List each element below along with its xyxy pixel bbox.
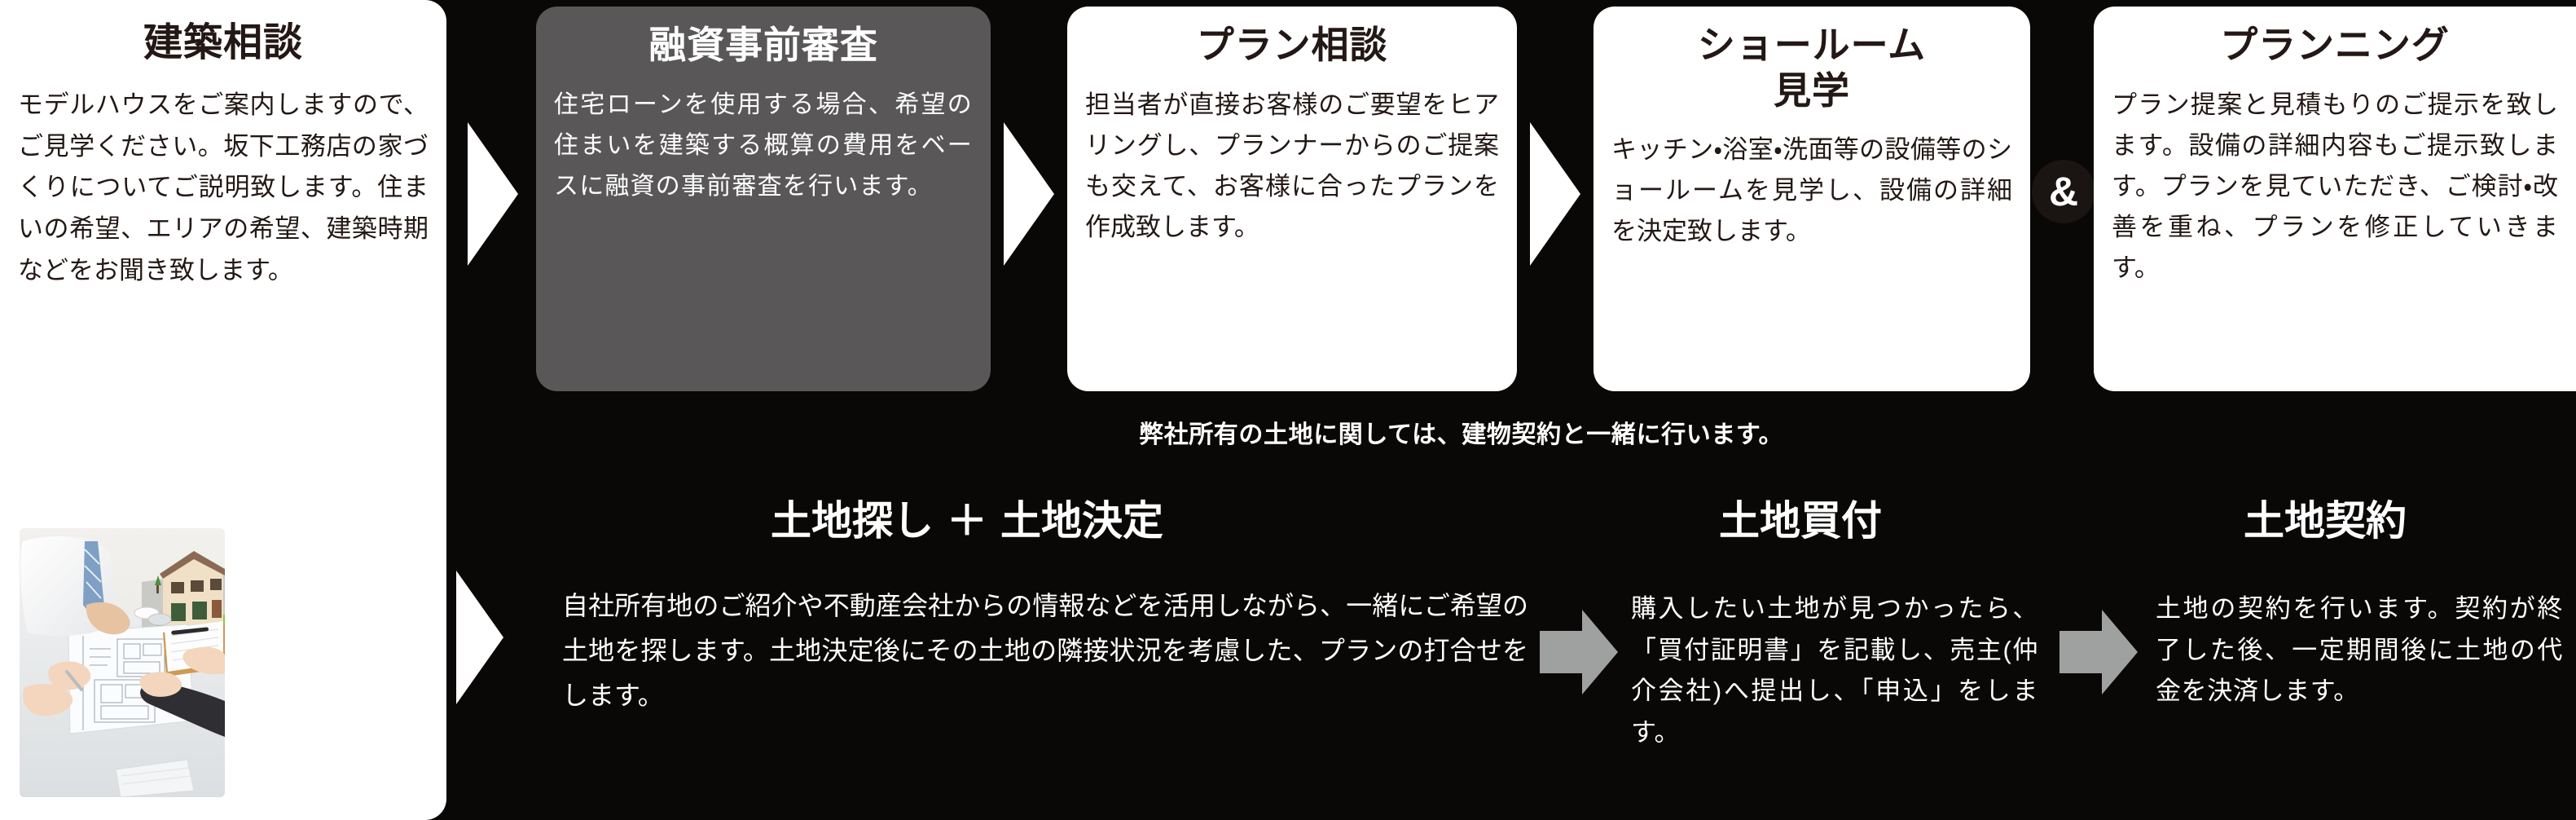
step-card-title-showroom-kengaku: ショールーム: [1611, 24, 2012, 67]
arrow-step3-to-step4-icon: [1530, 122, 1580, 266]
step-card-yushi-jizen-shinsa: 融資事前審査 住宅ローンを使用する場合、希望の住まいを建築する概算の費用をベース…: [536, 7, 991, 391]
step-card-title-yushi-jizen-shinsa: 融資事前審査: [554, 24, 973, 67]
bottom-title-tochi-kaitsuke: 土地買付: [1714, 499, 1887, 544]
bottom-title-tochi-keiyaku: 土地契約: [2239, 499, 2411, 544]
step-card-title-plan-sodan: プラン相談: [1085, 24, 1499, 67]
step-card-planning: プランニング プラン提案と見積もりのご提示を致します。設備の詳細内容もご提示致し…: [2094, 7, 2576, 391]
step-card-title-kenchiku-sodan: 建築相談: [18, 21, 429, 65]
bottom-body-tochi-keiyaku: 土地の契約を行います。契約が終了した後、一定期間後に土地の代金を決済します。: [2156, 594, 2563, 706]
step-card-plan-sodan: プラン相談 担当者が直接お客様のご要望をヒアリングし、プランナーからのご提案も交…: [1067, 7, 1517, 391]
step-card-body-yushi-jizen-shinsa: 住宅ローンを使用する場合、希望の住まいを建築する概算の費用をベースに融資の事前審…: [554, 90, 973, 201]
step-card-showroom-kengaku: ショールーム 見学 キッチン・浴室・洗面等の設備等のショールームを見学し、設備の…: [1594, 7, 2030, 391]
step-card-body-plan-sodan: 担当者が直接お客様のご要望をヒアリングし、プランナーからのご提案も交えて、お客様…: [1085, 90, 1499, 242]
step-card-body-planning: プラン提案と見積もりのご提示を致します。設備の詳細内容もご提示致します。プランを…: [2112, 90, 2558, 283]
bottom-title-tochi-sagashi-kettei: 土地探し＋土地決定: [766, 499, 1168, 544]
arrow-tochi-kaitsuke-to-keiyaku-icon: [2059, 610, 2138, 694]
bottom-body-tochi-sagashi-kettei: 自社所有地のご紹介や不動産会社からの情報などを活用しながら、一緒にご希望の土地を…: [562, 591, 1528, 711]
step-card-title-planning: プランニング: [2112, 24, 2558, 67]
step-card-body-kenchiku-sodan: モデルハウスをご案内しますので、ご見学ください。坂下工務店の家づくりについてご説…: [18, 90, 429, 285]
arrow-to-tochi-sagashi-icon: [456, 571, 503, 704]
step-card-body-showroom-kengaku: キッチン・浴室・洗面等の設備等のショールームを見学し、設備の詳細を決定致します。: [1611, 135, 2012, 246]
arrow-step2-to-step3-icon: [1004, 122, 1054, 266]
note-company-owned-land: 弊社所有の土地に関しては、建物契約と一緒に行います。: [1139, 421, 1784, 448]
ampersand-label: &: [2048, 169, 2079, 214]
bottom-title-plus: ＋: [947, 498, 987, 544]
meeting-blueprint-photo-graphic: [20, 528, 225, 797]
step-card-title-showroom-kengaku-line2: 見学: [1611, 69, 2012, 112]
arrow-step1-to-step2-icon: [468, 122, 518, 266]
ampersand-badge: &: [2032, 160, 2095, 223]
bottom-body-tochi-kaitsuke: 購入したい土地が見つかったら、「買付証明書」を記載し、売主(仲介会社)へ提出し、…: [1631, 594, 2038, 747]
meeting-blueprint-photo: [20, 528, 225, 797]
arrow-tochi-sagashi-to-kaitsuke-icon: [1540, 610, 1618, 694]
